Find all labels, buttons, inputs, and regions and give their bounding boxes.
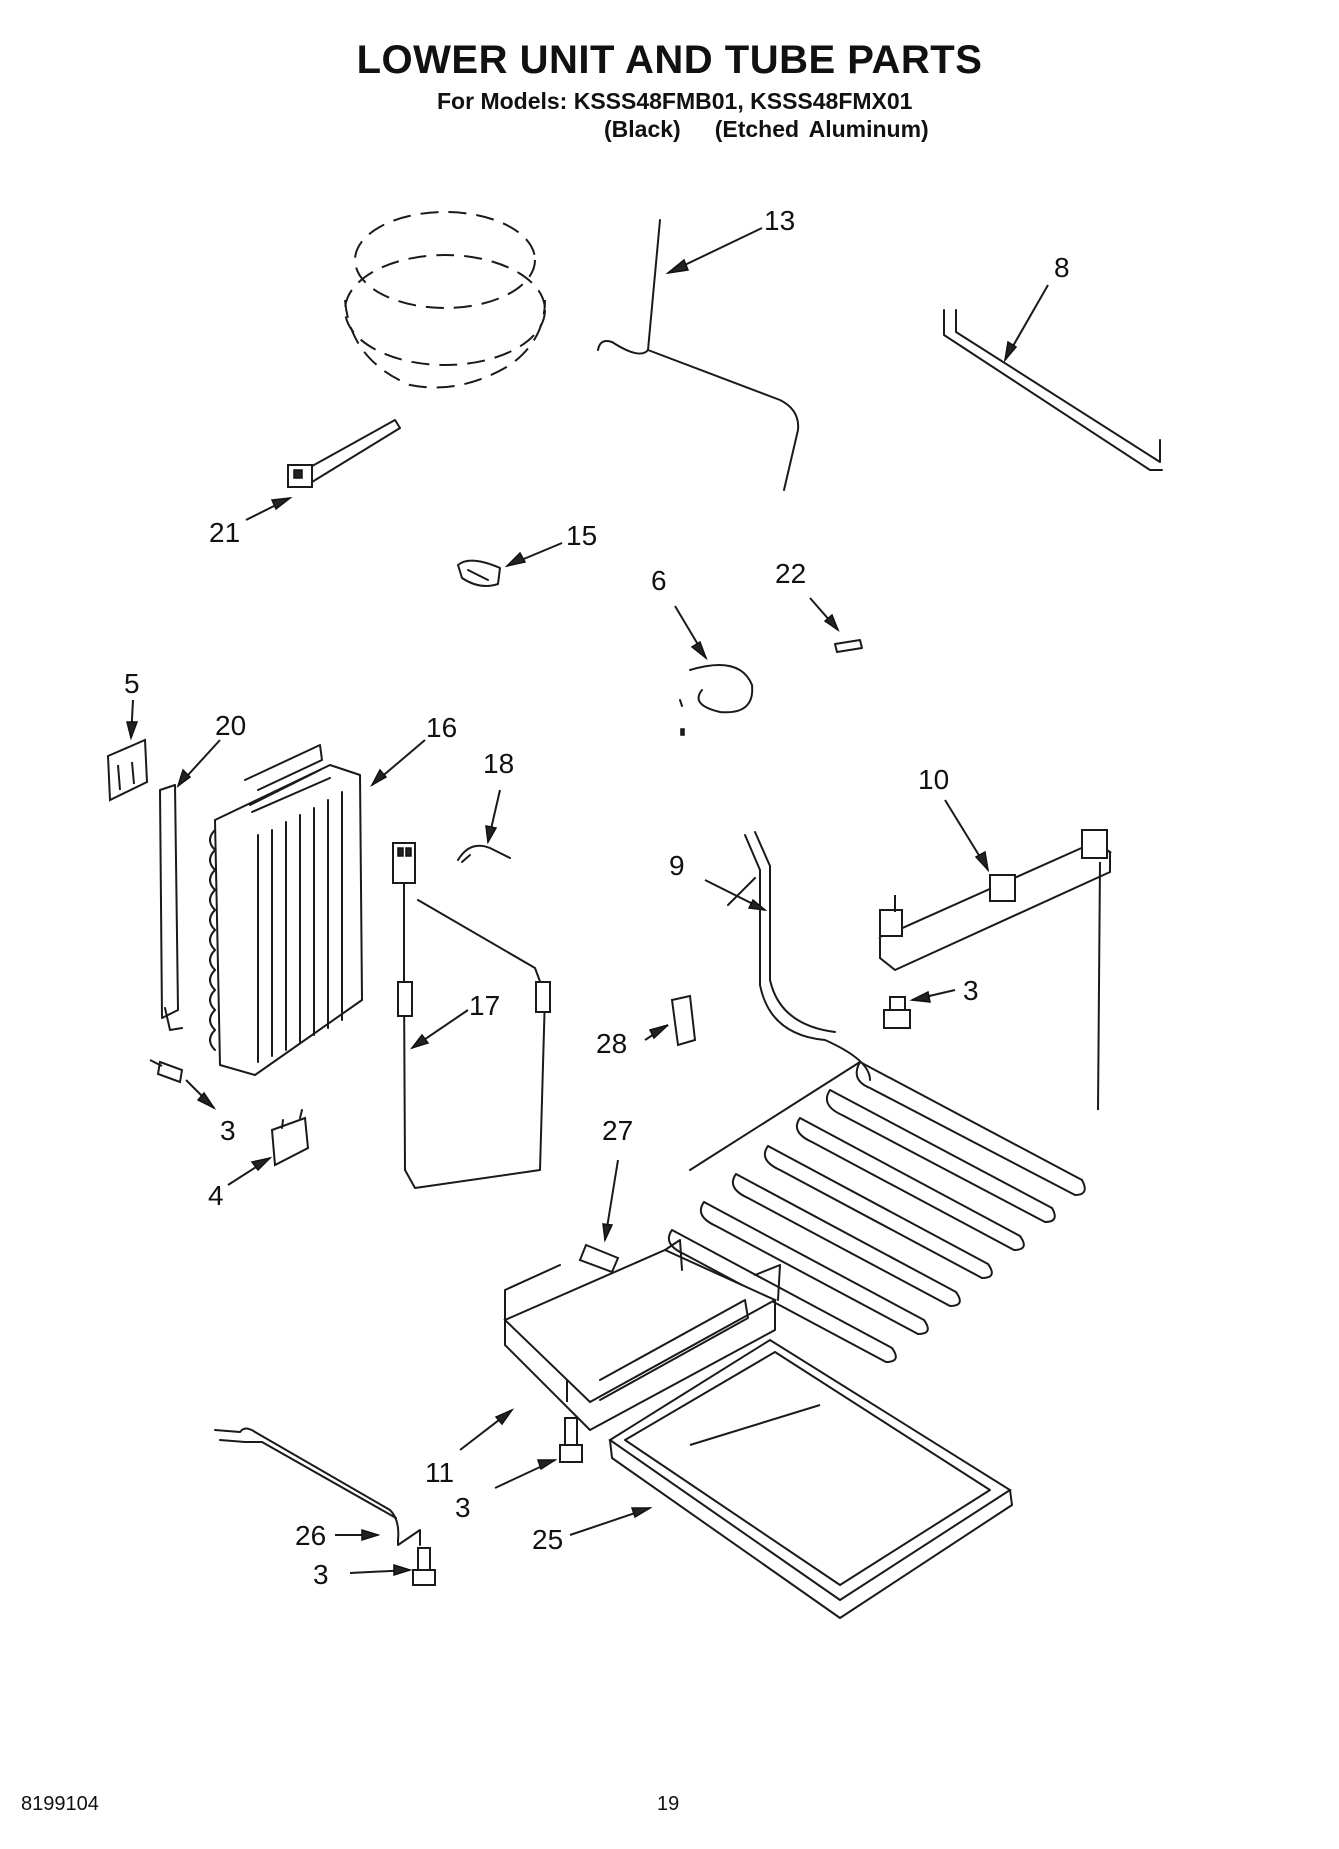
- document-number: 8199104: [21, 1793, 99, 1815]
- callout-6: 6: [651, 565, 667, 596]
- callout-4: 4: [208, 1180, 224, 1211]
- part-18-clip: 18: [457, 748, 514, 863]
- callout-3-c: 3: [455, 1492, 471, 1523]
- compressor-outline: [344, 211, 546, 389]
- part-17-harness: 17: [392, 842, 551, 1189]
- part-3-screw-c: 3: [455, 1417, 583, 1523]
- part-13-tube: 13: [597, 205, 800, 491]
- part-9-heater: 9: [668, 831, 1086, 1363]
- variant-black: (Black): [604, 116, 681, 142]
- callout-10: 10: [918, 764, 949, 795]
- callout-3-b: 3: [963, 975, 979, 1006]
- callout-17: 17: [469, 990, 500, 1021]
- callout-3-d: 3: [313, 1559, 329, 1590]
- callout-21: 21: [209, 517, 240, 548]
- part-28-sleeve: 28: [596, 994, 697, 1059]
- callout-20: 20: [215, 710, 246, 741]
- part-4-bracket: 4: [208, 1109, 310, 1211]
- callout-26: 26: [295, 1520, 326, 1551]
- page-number: 19: [657, 1793, 680, 1815]
- part-5-label: 5: [106, 668, 149, 802]
- part-26-rod: 26: [214, 1427, 421, 1551]
- page-title: LOWER UNIT AND TUBE PARTS: [356, 38, 983, 82]
- callout-28: 28: [596, 1028, 627, 1059]
- variant-aluminum: (Etched Aluminum): [714, 116, 929, 142]
- model-variants: (Black) (Etched Aluminum): [604, 116, 963, 143]
- part-3-screw-a: 3: [149, 1059, 236, 1146]
- callout-15: 15: [566, 520, 597, 551]
- part-27-sleeve: 27: [578, 1115, 633, 1274]
- part-15-clip: 15: [457, 520, 597, 587]
- part-3-screw-b: 3: [883, 975, 979, 1029]
- models-line: For Models: KSSS48FMB01, KSSS48FMX01: [437, 88, 913, 114]
- part-3-screw-d: 3: [313, 1547, 436, 1590]
- callout-25: 25: [532, 1524, 563, 1555]
- callout-13: 13: [764, 205, 795, 236]
- part-16-coil: 16: [209, 712, 457, 1076]
- callout-8: 8: [1054, 252, 1070, 283]
- callout-5: 5: [124, 668, 140, 699]
- callout-3-a: 3: [220, 1115, 236, 1146]
- part-6-wire: 6: [651, 565, 754, 736]
- part-20-strip: 20: [159, 710, 246, 1031]
- callout-11: 11: [425, 1457, 454, 1488]
- callout-27: 27: [602, 1115, 633, 1146]
- callout-16: 16: [426, 712, 457, 743]
- part-10-rail: 10: [878, 764, 1113, 1111]
- part-25-pan: 25: [532, 1338, 1013, 1619]
- callout-9: 9: [669, 850, 685, 881]
- part-8-tube: 8: [943, 252, 1163, 471]
- callout-22: 22: [775, 558, 806, 589]
- part-22-clip: 22: [775, 558, 863, 653]
- callout-18: 18: [483, 748, 514, 779]
- part-11-tray-bracket: 11: [425, 1239, 781, 1488]
- part-21-cable-tie: 21: [209, 419, 401, 548]
